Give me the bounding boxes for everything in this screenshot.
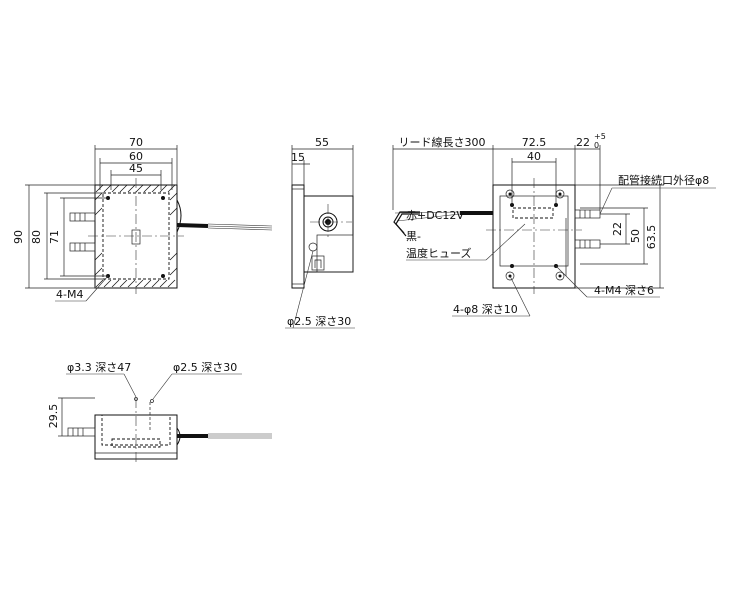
bottom-hole2-label: φ2.5 深さ30 (173, 361, 237, 374)
side-bracket (316, 234, 354, 273)
top-port-label: 配管接続口外径φ8 (618, 173, 709, 187)
top-view: リード線長さ300 72.5 40 22 +5 0 22 50 63.5 配管接… (392, 132, 716, 317)
bottom-wire-leads (208, 433, 272, 439)
front-thread-label: 4-M4 (56, 288, 83, 301)
side-fuse-box (311, 255, 325, 271)
top-heater-window (512, 207, 554, 219)
front-dim-70: 70 (129, 136, 143, 149)
top-wire-black-label: 黒- (406, 230, 421, 243)
top-dim-tol-plus: +5 (594, 132, 606, 141)
top-dim-22: 22 (576, 136, 590, 149)
side-hole (308, 242, 318, 252)
side-view: 55 15 φ2.5 深さ30 (285, 136, 355, 329)
front-dim-90: 90 (12, 230, 25, 244)
bottom-hole1-label: φ3.3 深さ47 (67, 361, 131, 374)
top-dim-72-5: 72.5 (522, 136, 547, 149)
bottom-hole-1 (134, 397, 138, 401)
front-fuse-bump (176, 199, 182, 233)
top-dim-40: 40 (527, 150, 541, 163)
side-dim-55: 55 (315, 136, 329, 149)
bottom-port (67, 427, 96, 437)
top-dim-tol-zero: 0 (594, 141, 599, 150)
front-dim-80: 80 (30, 230, 43, 244)
front-cable (176, 223, 209, 228)
side-plate (291, 184, 305, 289)
top-thread-label: 4-M4 深さ6 (594, 284, 654, 297)
top-dim-22-port: 22 (611, 222, 624, 236)
front-hole-tr (161, 196, 165, 200)
front-dim-71: 71 (48, 230, 61, 244)
top-dim-63-5: 63.5 (645, 225, 658, 250)
top-wire-leads (393, 211, 461, 237)
front-wall-hatching (94, 184, 178, 288)
top-dim-50: 50 (629, 229, 642, 243)
front-wire-leads (207, 223, 273, 231)
side-hole-label: φ2.5 深さ30 (287, 315, 351, 328)
top-port-upper (574, 209, 601, 219)
top-fuse-label: 温度ヒューズ (406, 246, 471, 260)
bottom-inner-dashed (101, 414, 171, 446)
top-hole-label: 4-φ8 深さ10 (453, 303, 518, 316)
top-port-lower (574, 239, 601, 249)
side-dim-15: 15 (291, 151, 305, 164)
front-slot (131, 229, 141, 245)
bottom-dim-29-5: 29.5 (47, 404, 60, 429)
top-dim-lead-length: リード線長さ300 (399, 135, 486, 149)
front-hole-br (161, 274, 165, 278)
front-dim-60: 60 (129, 150, 143, 163)
front-port-upper (69, 212, 96, 222)
top-wire-red-label: 赤+DC12V (406, 209, 464, 222)
bottom-hole-2 (150, 399, 154, 403)
bottom-view: 29.5 φ3.3 深さ47 φ2.5 深さ30 (47, 361, 272, 465)
front-view: 70 60 45 90 80 71 4-M4 (12, 136, 273, 302)
front-dim-45: 45 (129, 162, 143, 175)
front-port-lower (69, 242, 96, 252)
side-body (303, 195, 354, 273)
